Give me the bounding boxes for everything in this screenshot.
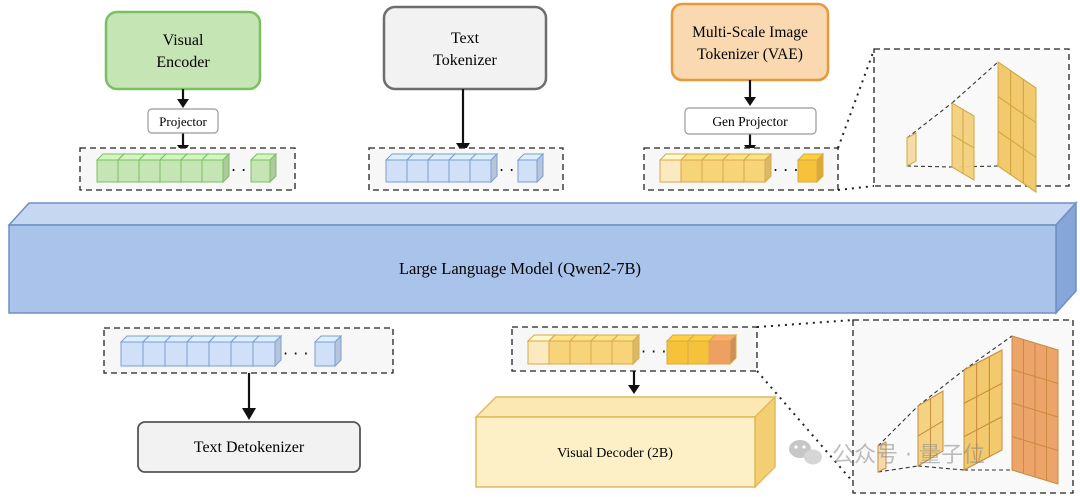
out-text-token xyxy=(313,334,343,368)
visual-decoder-block: Visual Decoder (2B) xyxy=(474,395,777,489)
gen-projector-label: Gen Projector xyxy=(712,114,788,129)
scale-plane-2 xyxy=(917,390,944,467)
top-arrows xyxy=(177,80,756,154)
pyramid-guide-line xyxy=(917,465,965,471)
out-text-ellipsis: · · · xyxy=(283,344,308,363)
pyramid-guide-line xyxy=(906,165,953,168)
pyramid-guide-line xyxy=(951,61,999,104)
projector-label: Projector xyxy=(159,114,207,129)
out-text-token xyxy=(251,334,283,368)
text-tokenizer-line1: Text xyxy=(451,30,480,47)
llm-label: Large Language Model (Qwen2-7B) xyxy=(399,259,641,278)
text-token xyxy=(516,152,545,184)
top-zoom-inset xyxy=(873,48,1070,193)
visual-encoder-line1: Visual xyxy=(163,32,204,49)
image-tokenizer-box: Multi-Scale Image Tokenizer (VAE) xyxy=(670,2,830,82)
text-detokenizer-box: Text Detokenizer xyxy=(137,421,361,473)
visual-encoder-box: Visual Encoder xyxy=(104,10,262,91)
gen-projector-box: Gen Projector xyxy=(684,107,817,135)
text-detokenizer-label: Text Detokenizer xyxy=(194,439,305,456)
visual-decoder-label: Visual Decoder (2B) xyxy=(557,446,673,461)
pyramid-guide-line xyxy=(963,335,1013,371)
image-ellipsis: · · · xyxy=(773,160,798,179)
image-token xyxy=(742,152,773,184)
image-tokenizer-line1: Multi-Scale Image xyxy=(692,24,808,41)
scale-plane-2 xyxy=(951,102,975,181)
text-token xyxy=(468,152,499,184)
image-tokenizer-line2: Tokenizer (VAE) xyxy=(697,46,803,63)
scale-plane-1 xyxy=(906,132,917,167)
scale-plane-4 xyxy=(1011,335,1059,485)
image-token xyxy=(796,152,825,184)
text-tokenizer-box: Text Tokenizer xyxy=(382,5,548,91)
bottom-zoom-inset xyxy=(852,319,1074,494)
multiscale-pyramid-top xyxy=(906,61,1037,193)
multiscale-pyramid-bottom xyxy=(877,335,1059,485)
visual-token xyxy=(249,152,278,184)
visual-token xyxy=(200,152,231,184)
scale-plane-3 xyxy=(997,61,1037,193)
watermark: 公众号 · 量子位 xyxy=(789,440,985,468)
wechat-icon xyxy=(789,440,822,465)
token-cubes: · · ·· · ·· · ·· · ·· · · xyxy=(95,152,825,368)
out-image-ellipsis: · · · xyxy=(641,342,666,361)
visual-encoder-line2: Encoder xyxy=(156,54,210,71)
pyramid-guide-line xyxy=(877,405,919,447)
text-tokenizer-line2: Tokenizer xyxy=(433,52,497,69)
scale-plane-3 xyxy=(963,349,1003,471)
out-image-token xyxy=(610,333,641,366)
bottom-arrows xyxy=(242,371,640,420)
watermark-text: 公众号 · 量子位 xyxy=(832,443,985,468)
out-image-token xyxy=(707,333,738,366)
projector-box: Projector xyxy=(147,108,219,134)
pyramid-guide-line xyxy=(906,102,953,139)
scale-plane-1 xyxy=(877,441,887,473)
visual-ellipsis: · · · xyxy=(231,160,256,179)
llm-block: Large Language Model (Qwen2-7B) xyxy=(7,201,1078,315)
pyramid-guide-line xyxy=(917,369,965,407)
